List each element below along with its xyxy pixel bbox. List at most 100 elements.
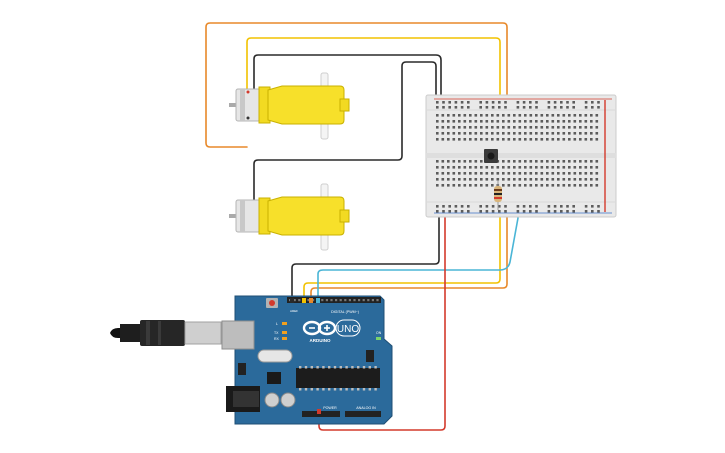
breadboard-hole xyxy=(458,114,461,117)
breadboard-hole xyxy=(474,160,478,163)
breadboard-hole xyxy=(458,126,461,129)
breadboard-hole xyxy=(504,205,507,208)
breadboard-hole xyxy=(502,178,505,181)
wire-black-motor-2[interactable] xyxy=(253,61,437,201)
usb-cable[interactable] xyxy=(110,320,222,346)
breadboard-hole xyxy=(467,106,470,109)
breadboard-hole xyxy=(568,126,571,129)
breadboard-hole xyxy=(479,106,482,109)
digital-header[interactable] xyxy=(287,297,381,303)
breadboard-hole xyxy=(436,210,439,213)
breadboard-hole xyxy=(452,166,456,169)
breadboard-hole xyxy=(452,184,456,187)
breadboard-hole xyxy=(518,114,522,117)
breadboard-hole xyxy=(595,172,599,175)
breadboard-hole xyxy=(485,101,489,104)
breadboard-hole xyxy=(595,114,599,117)
breadboard-hole xyxy=(502,166,505,169)
breadboard-hole xyxy=(595,166,599,169)
header-pin xyxy=(339,299,342,302)
analog-header[interactable] xyxy=(345,411,381,417)
breadboard-hole xyxy=(584,210,588,213)
breadboard-hole xyxy=(573,172,577,175)
breadboard-hole xyxy=(491,106,495,109)
breadboard-hole xyxy=(485,138,489,141)
l-label: L xyxy=(276,322,278,326)
header-pin xyxy=(353,299,356,302)
power-label: POWER xyxy=(323,406,337,410)
breadboard-hole xyxy=(590,138,593,141)
breadboard-hole xyxy=(522,101,526,104)
breadboard-hole xyxy=(436,126,439,129)
usb-port[interactable] xyxy=(221,320,255,350)
header-pin xyxy=(293,299,296,302)
breadboard-hole xyxy=(529,132,533,135)
wire-black-motor-1[interactable] xyxy=(253,54,442,98)
resistor[interactable] xyxy=(494,180,502,210)
breadboard-hole xyxy=(535,166,538,169)
breadboard-hole xyxy=(480,126,483,129)
wire-orange[interactable] xyxy=(205,22,508,301)
breadboard-hole xyxy=(518,138,522,141)
wire-red-5v[interactable] xyxy=(318,213,446,431)
wire-black-gnd[interactable] xyxy=(291,213,440,301)
breadboard-holes xyxy=(436,101,600,213)
breadboard-hole xyxy=(535,210,538,213)
breadboard-hole xyxy=(448,101,451,104)
breadboard-hole xyxy=(442,106,445,109)
breadboard[interactable] xyxy=(425,94,617,218)
breadboard-hole xyxy=(436,138,439,141)
chip-pin xyxy=(310,388,313,391)
breadboard-hole xyxy=(491,138,494,141)
breadboard-hole xyxy=(447,114,450,117)
chip-pin xyxy=(351,388,354,391)
breadboard-hole xyxy=(436,205,439,208)
breadboard-hole xyxy=(557,160,560,163)
breadboard-hole xyxy=(452,126,456,129)
breadboard-hole xyxy=(529,120,533,123)
breadboard-hole xyxy=(573,114,577,117)
breadboard-hole xyxy=(458,178,461,181)
breadboard-hole xyxy=(469,184,472,187)
breadboard-hole xyxy=(463,166,467,169)
breadboard-hole xyxy=(595,160,599,163)
breadboard-hole xyxy=(540,138,544,141)
breadboard-hole xyxy=(491,166,494,169)
breadboard-hole xyxy=(595,184,599,187)
breadboard-hole xyxy=(557,184,560,187)
breadboard-hole xyxy=(491,172,494,175)
breadboard-hole xyxy=(436,114,439,117)
breadboard-hole xyxy=(529,172,533,175)
breadboard-hole xyxy=(441,184,445,187)
breadboard-hole xyxy=(535,114,538,117)
breadboard-hole xyxy=(573,160,577,163)
dc-motor-2[interactable] xyxy=(229,183,350,251)
breadboard-hole xyxy=(491,114,494,117)
pushbutton[interactable] xyxy=(484,149,498,163)
breadboard-hole xyxy=(551,166,555,169)
breadboard-hole xyxy=(442,205,445,208)
breadboard-hole xyxy=(448,106,451,109)
breadboard-hole xyxy=(540,132,544,135)
breadboard-hole xyxy=(584,138,588,141)
breadboard-hole xyxy=(522,106,526,109)
breadboard-hole xyxy=(551,126,555,129)
chip-pin xyxy=(322,388,325,391)
breadboard-hole xyxy=(584,114,588,117)
aref-label: AREF xyxy=(290,309,298,313)
board-model: UNO xyxy=(337,324,359,335)
breadboard-hole xyxy=(591,210,594,213)
breadboard-hole xyxy=(573,184,577,187)
wire-cyan[interactable] xyxy=(317,139,519,301)
header-pin xyxy=(348,299,351,302)
breadboard-hole xyxy=(540,172,544,175)
breadboard-hole xyxy=(557,138,560,141)
breadboard-hole xyxy=(529,160,533,163)
arduino-uno[interactable]: UNO ARDUINO DIGITAL (PWM~) POWER ANALOG … xyxy=(221,295,393,425)
capacitor-1 xyxy=(264,392,280,408)
breadboard-hole xyxy=(540,160,544,163)
breadboard-hole xyxy=(498,210,501,213)
breadboard-hole xyxy=(529,101,532,104)
breadboard-hole xyxy=(463,132,467,135)
dc-motor-1[interactable] xyxy=(229,72,350,140)
